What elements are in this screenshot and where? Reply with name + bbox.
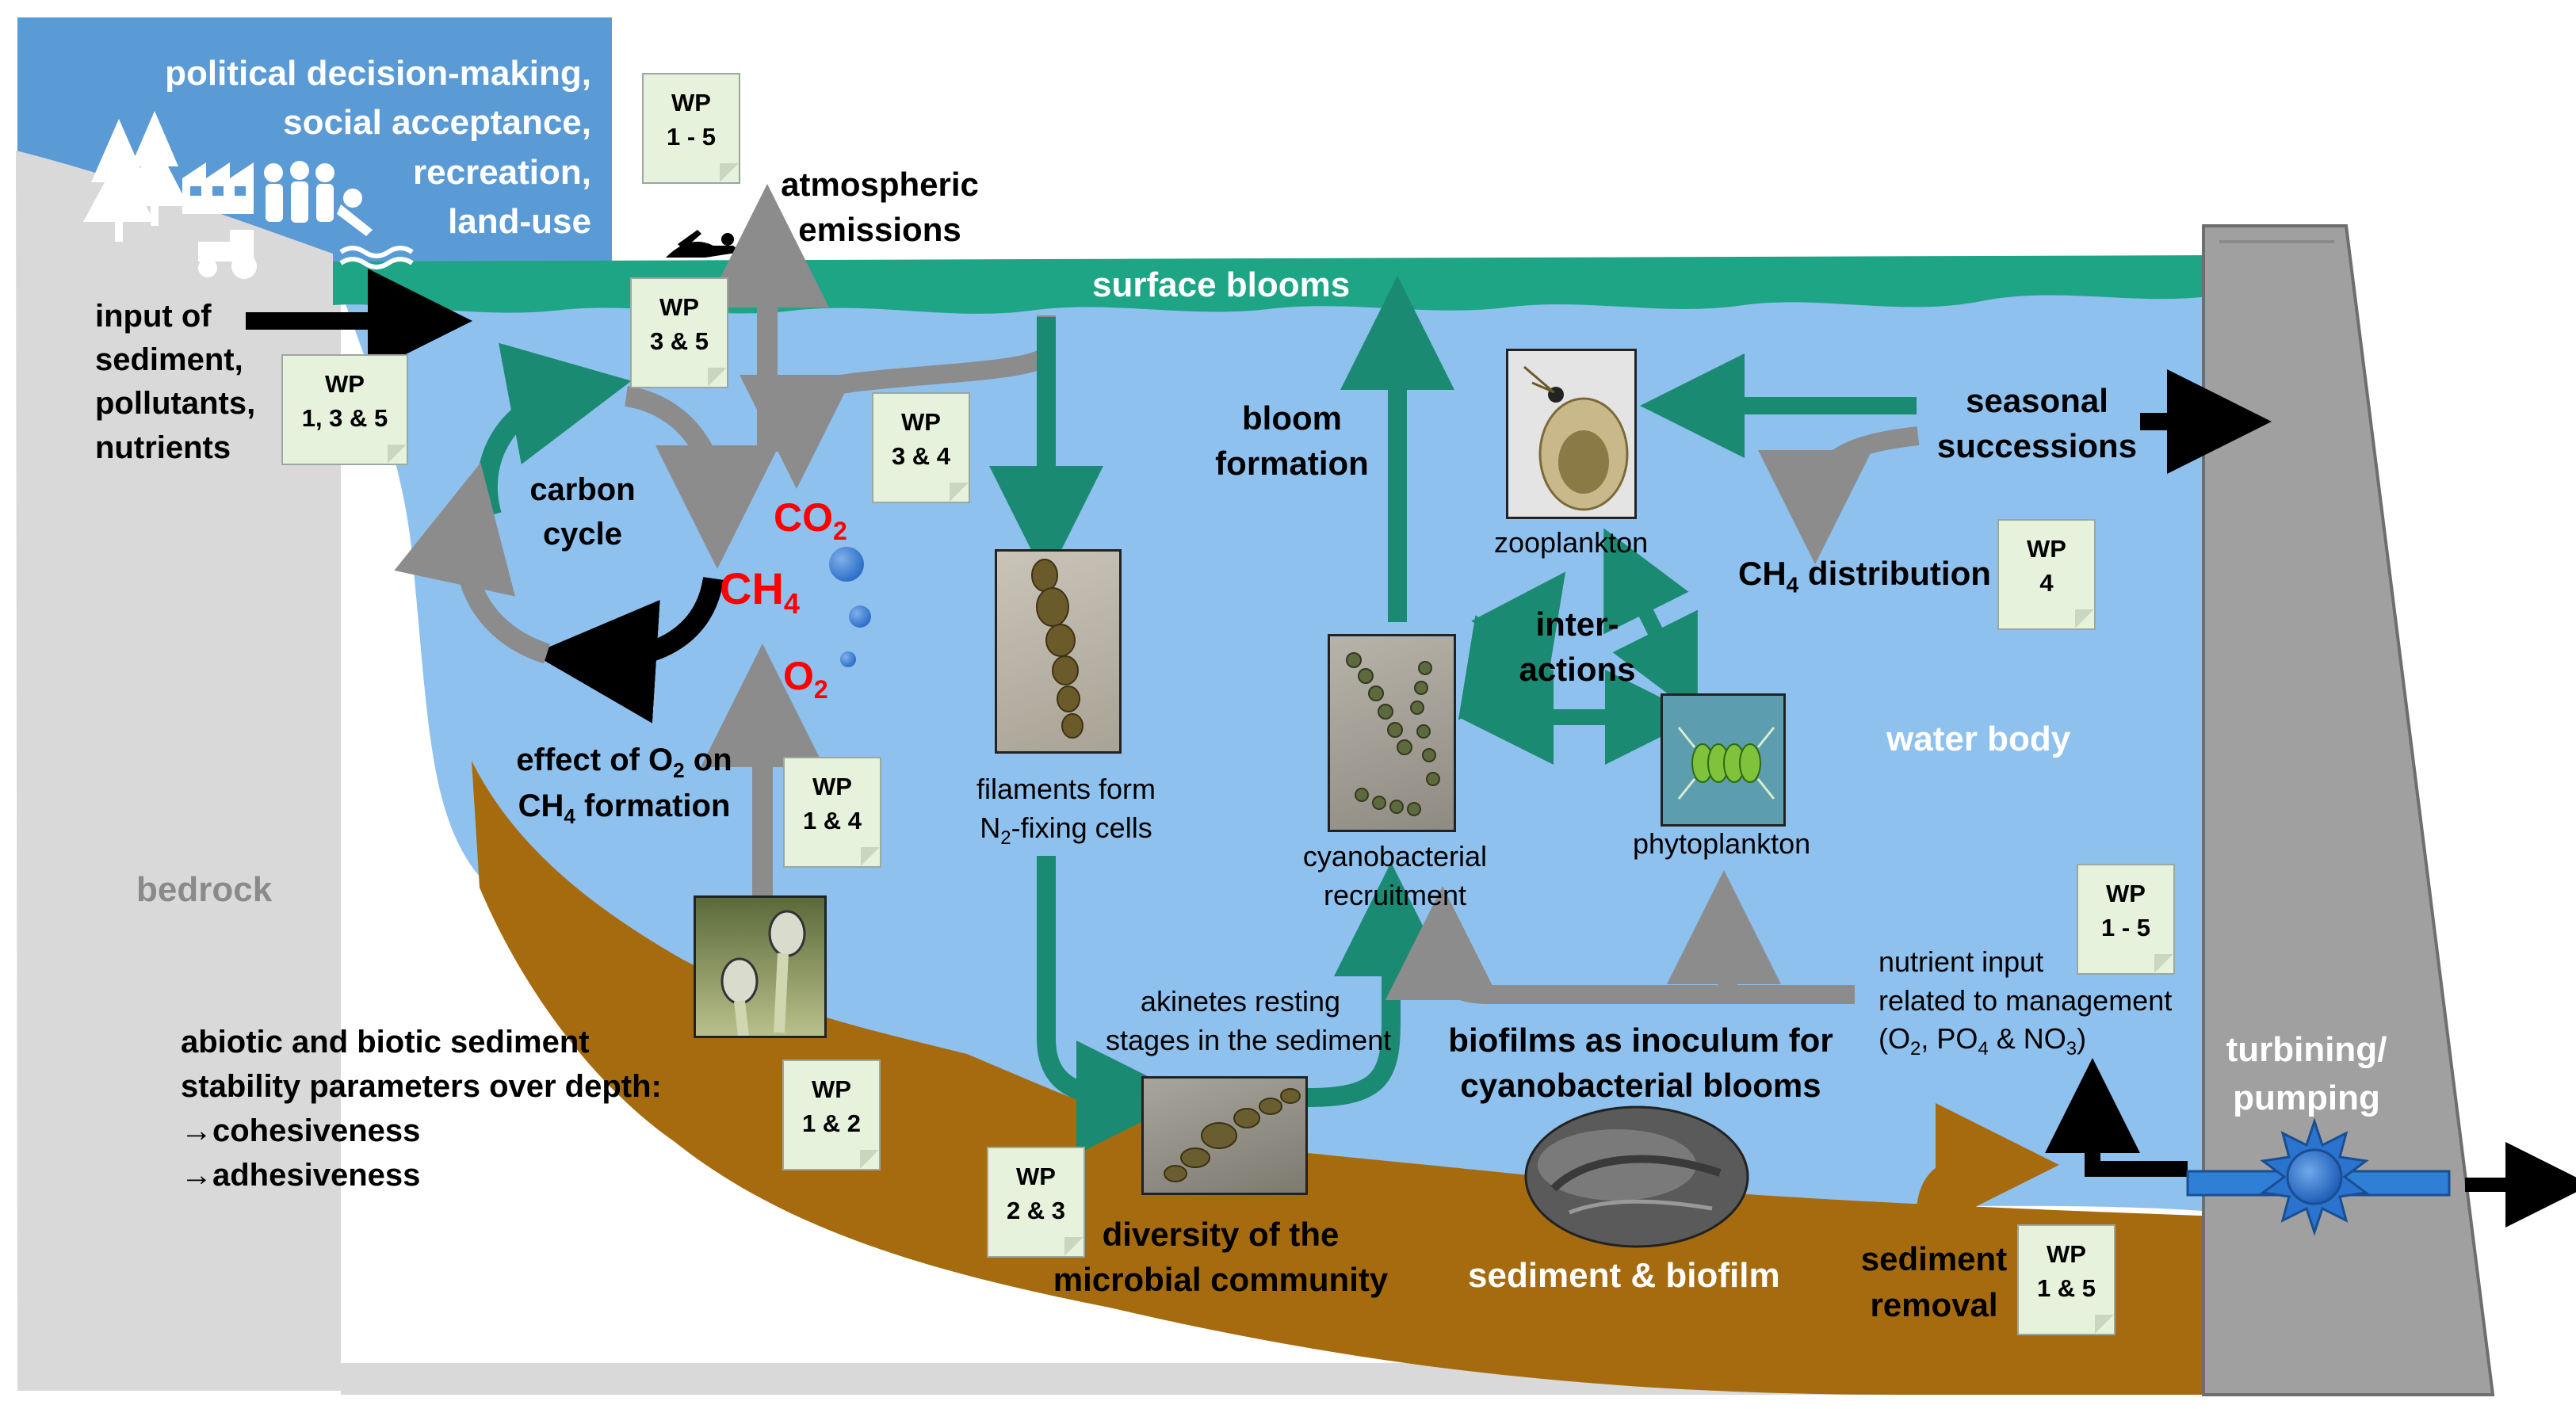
management-arrow (2045, 1058, 2188, 1177)
recruitment-arrow (1307, 862, 1448, 1107)
akinete-arrow (1037, 856, 1191, 1155)
carbon-cycle-grey-arc-left (394, 462, 551, 664)
turbine-icon (2260, 1117, 2369, 1236)
moss-image (694, 895, 827, 1038)
gas-bubble (840, 651, 856, 667)
sediment-layer (472, 761, 2219, 1395)
nutrient-arrow-phyto (1667, 870, 1782, 995)
factory-icon (182, 162, 254, 214)
gas-bubble (849, 605, 871, 628)
dam (2202, 224, 2495, 1396)
cyanobacteria-micrograph (1328, 634, 1456, 832)
filaments-label: filaments form N2-fixing cells (976, 773, 1156, 849)
water-body-label: water body (1886, 720, 2071, 758)
people-icon (264, 161, 334, 223)
carbon-cycle-grey-arc-top (624, 386, 779, 569)
ch4-label: CH4 (720, 563, 800, 620)
atmospheric-emissions-label: atmospheric emissions (781, 166, 979, 248)
tree-icon (83, 111, 189, 242)
cyano-recruitment-label: cyanobacterial recruitment (1302, 840, 1488, 911)
o2-effect-label: effect of O2 on CH4 formation (516, 743, 732, 829)
sediment-removal-label: sediment removal (1860, 1240, 2008, 1323)
phytoplankton-image (1661, 693, 1786, 827)
co2-arrow (740, 315, 1056, 489)
bedrock-label: bedrock (136, 870, 273, 909)
tractor-icon (198, 230, 257, 279)
interactions-label: inter- actions (1519, 605, 1636, 688)
diversity-label: diversity of the microbial community (1053, 1216, 1389, 1298)
swimmer-icon (666, 230, 741, 258)
co2-label: CO2 (774, 495, 847, 545)
input-label: input of sediment, pollutants, nutrients (95, 299, 256, 465)
zooplankton-label: zooplankton (1494, 526, 1649, 559)
nutrient-arrow (1385, 886, 1855, 1004)
carbon-cycle-black-arc (533, 576, 724, 724)
interaction-arrow-right2 (1603, 528, 1689, 678)
biofilms-label: biofilms as inoculum for cyanobacterial … (1448, 1021, 1833, 1104)
sediment-biofilm-label: sediment & biofilm (1468, 1256, 1780, 1295)
ch4-distribution-label: CH4 distribution (1738, 555, 1991, 598)
sediment-removal-arrow (1916, 1103, 2059, 1228)
seasonal-successions-label: seasonal successions (1936, 382, 2138, 464)
filament-micrograph (995, 549, 1122, 754)
akinete-micrograph (1141, 1076, 1308, 1195)
akinetes-label: akinetes resting stages in the sediment (1106, 985, 1392, 1056)
society-text: political decision-making, social accept… (165, 54, 591, 242)
nutrient-input-label: nutrient input related to management (O2… (1878, 945, 2173, 1060)
swimmer-icon (337, 189, 414, 269)
gas-bubble (829, 547, 864, 582)
bloom-formation-label: bloom formation (1215, 399, 1369, 482)
carbon-cycle-label: carbon cycle (529, 472, 636, 552)
surface-blooms-label: surface blooms (1092, 265, 1351, 304)
phytoplankton-label: phytoplankton (1633, 827, 1811, 860)
turbining-label: turbining/ pumping (2226, 1030, 2387, 1117)
o2-label: O2 (783, 654, 828, 704)
sediment-params-label: abiotic and biotic sediment stability pa… (181, 1025, 662, 1193)
seasonal-grey-arrow (1758, 426, 1920, 564)
zooplankton-image (1506, 349, 1637, 519)
